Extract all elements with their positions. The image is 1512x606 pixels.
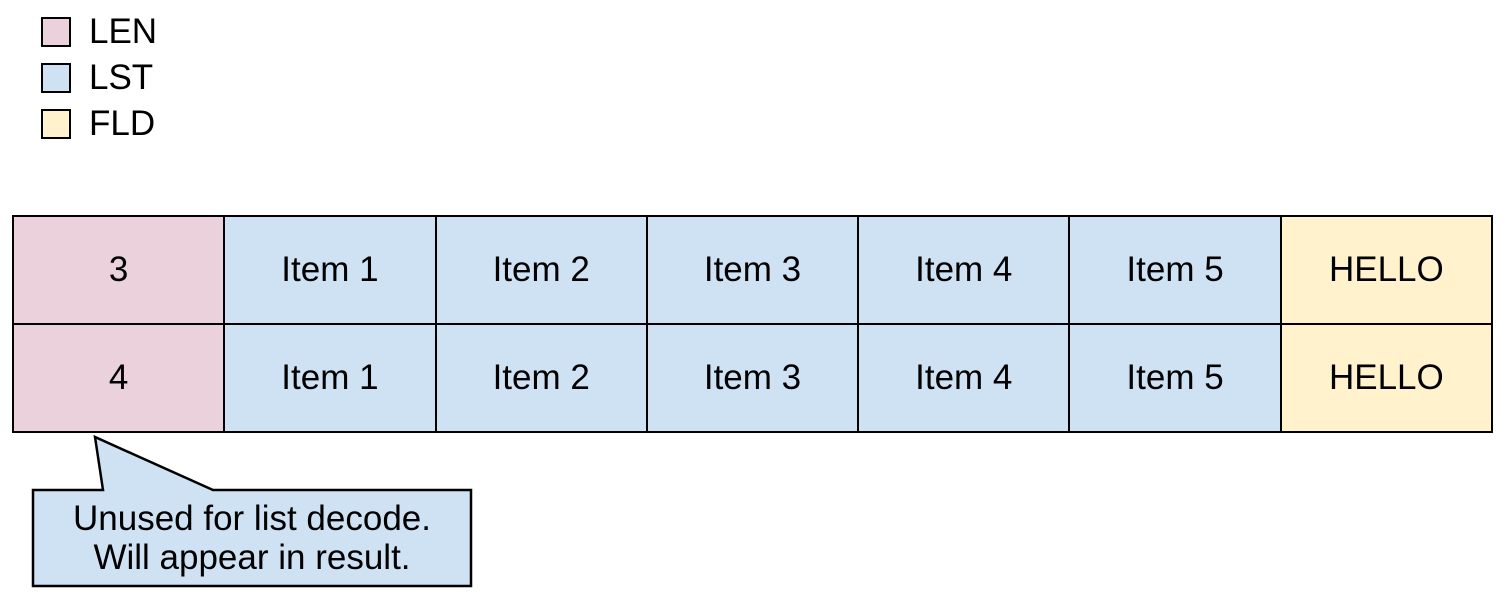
lst-color-swatch-icon — [41, 63, 71, 93]
item-cell: Item 4 — [857, 215, 1071, 325]
legend-item-fld: FLD — [41, 104, 157, 143]
item-cell: Item 4 — [857, 323, 1071, 433]
fld-color-swatch-icon — [41, 109, 71, 139]
item-cell: Item 2 — [434, 323, 648, 433]
legend-item-lst: LST — [41, 58, 157, 97]
item-cell: Item 3 — [645, 323, 860, 433]
len-color-swatch-icon — [41, 17, 71, 47]
item-cell: Item 2 — [434, 215, 648, 325]
legend: LEN LST FLD — [41, 12, 158, 143]
callout-bubble-path — [31, 434, 473, 588]
legend-label-lst: LST — [89, 58, 154, 97]
field-cell: HELLO — [1279, 323, 1494, 433]
table-row-2: 4 Item 1 Item 2 Item 3 Item 4 Item 5 HEL… — [11, 323, 1494, 433]
legend-item-len: LEN — [41, 12, 158, 51]
item-cell: Item 5 — [1068, 323, 1282, 433]
field-cell: HELLO — [1279, 215, 1494, 325]
byte-layout-table: 3 Item 1 Item 2 Item 3 Item 4 Item 5 HEL… — [11, 215, 1494, 433]
item-cell: Item 1 — [223, 215, 437, 325]
callout-line-2: Will appear in result. — [93, 538, 411, 577]
callout-bubble — [31, 434, 473, 588]
callout-line-1: Unused for list decode. — [73, 499, 431, 538]
item-cell: Item 1 — [223, 323, 437, 433]
len-cell: 3 — [11, 215, 226, 325]
legend-label-len: LEN — [89, 12, 158, 51]
len-cell: 4 — [11, 323, 226, 433]
legend-label-fld: FLD — [89, 104, 156, 143]
table-row-1: 3 Item 1 Item 2 Item 3 Item 4 Item 5 HEL… — [11, 215, 1494, 325]
item-cell: Item 5 — [1068, 215, 1282, 325]
item-cell: Item 3 — [645, 215, 860, 325]
callout-text: Unused for list decode. Will appear in r… — [34, 491, 470, 585]
